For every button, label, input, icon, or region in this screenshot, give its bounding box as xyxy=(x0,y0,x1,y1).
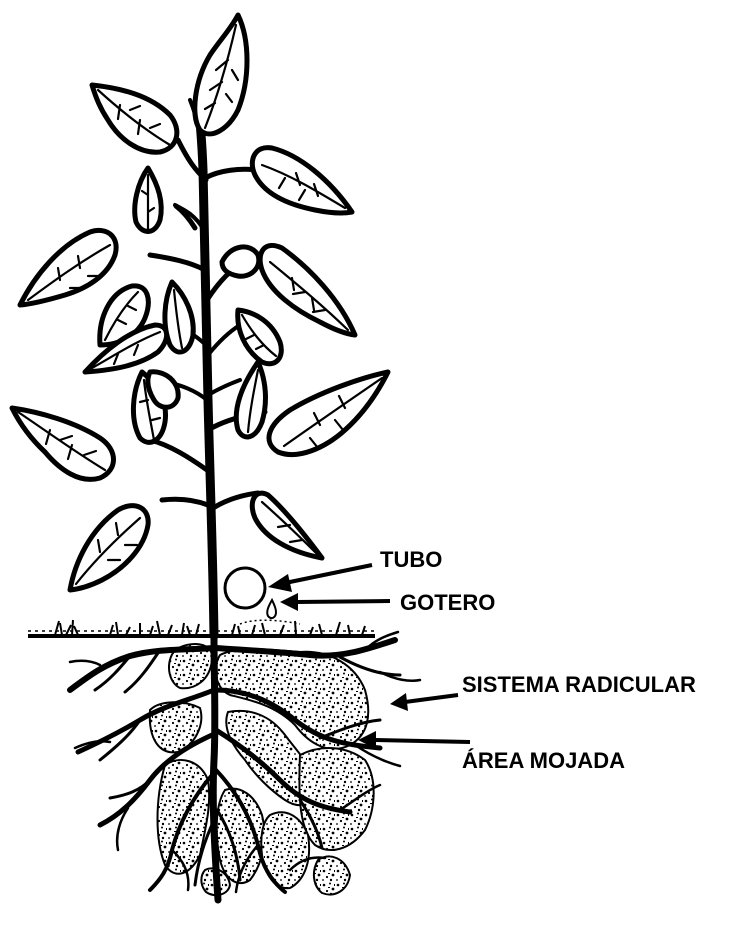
sistema-radicular-arrow xyxy=(390,693,458,711)
tube-cross-section xyxy=(225,568,265,608)
tubo-arrow xyxy=(268,565,372,592)
label-tubo: TUBO xyxy=(380,547,442,572)
label-gotero: GOTERO xyxy=(400,590,495,615)
plant-stem xyxy=(150,100,265,636)
gotero-arrow xyxy=(280,593,390,611)
emitter-drop xyxy=(267,600,276,618)
tube-and-emitter xyxy=(225,568,276,618)
area-mojada-arrow xyxy=(358,731,470,749)
label-area-mojada: ÁREA MOJADA xyxy=(462,748,625,773)
ground-line xyxy=(28,620,375,636)
label-sistema-radicular: SISTEMA RADICULAR xyxy=(462,672,696,697)
